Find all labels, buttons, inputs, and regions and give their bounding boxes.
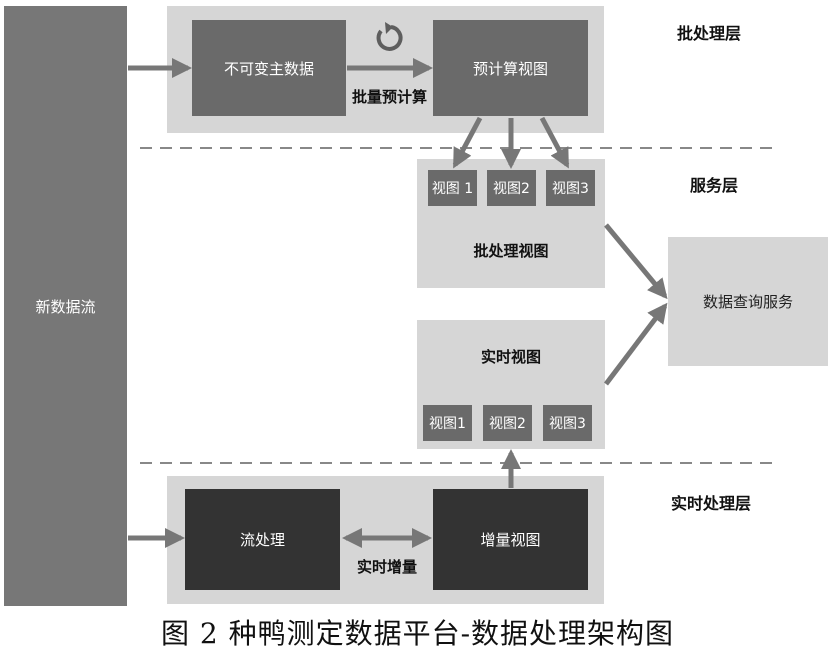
arrow-realtime-views-to-query	[604, 302, 668, 386]
figure-caption: 图 2 种鸭测定数据平台-数据处理架构图	[160, 617, 675, 650]
new-data-stream: 新数据流	[4, 6, 127, 606]
realtime-view-3-label: 视图3	[549, 416, 586, 432]
realtime-view-1-label: 视图1	[429, 416, 466, 432]
batch-view-1: 视图 1	[428, 170, 477, 206]
incremental-view-box: 增量视图	[433, 489, 588, 590]
batch-layer-name: 批处理层	[677, 24, 742, 43]
batch-view-3-label: 视图3	[552, 181, 589, 197]
realtime-view-2: 视图2	[483, 405, 532, 441]
batch-view-3: 视图3	[546, 170, 595, 206]
realtime-views-title: 实时视图	[480, 348, 541, 366]
stream-processing-box: 流处理	[185, 489, 340, 590]
realtime-view-1: 视图1	[423, 405, 472, 441]
arrow-precompute-to-view-3	[539, 116, 570, 169]
realtime-view-3: 视图3	[543, 405, 592, 441]
new-data-stream-label: 新数据流	[35, 297, 96, 316]
refresh-cycle-icon	[376, 22, 403, 51]
stream-processing-label: 流处理	[239, 531, 285, 549]
batch-view-2: 视图2	[487, 170, 536, 206]
arrow-batch-views-to-query	[604, 223, 668, 300]
precompute-view-label: 预计算视图	[472, 59, 548, 78]
query-service-label: 数据查询服务	[702, 293, 793, 311]
batch-view-1-label: 视图 1	[431, 181, 474, 197]
incremental-view-label: 增量视图	[480, 531, 541, 549]
precompute-view-box: 预计算视图	[433, 20, 588, 116]
master-data-box: 不可变主数据	[192, 20, 346, 116]
master-data-label: 不可变主数据	[223, 59, 314, 78]
batch-view-2-label: 视图2	[493, 181, 530, 197]
arrow-precompute-to-view-1	[452, 116, 483, 169]
serving-layer-name: 服务层	[690, 176, 739, 195]
query-service-box: 数据查询服务	[668, 237, 828, 366]
batch-precompute-label: 批量预计算	[352, 88, 428, 106]
realtime-view-2-label: 视图2	[489, 416, 526, 432]
realtime-layer-name: 实时处理层	[671, 494, 752, 513]
batch-views-title: 批处理视图	[473, 242, 549, 260]
realtime-increment-label: 实时增量	[357, 558, 418, 576]
